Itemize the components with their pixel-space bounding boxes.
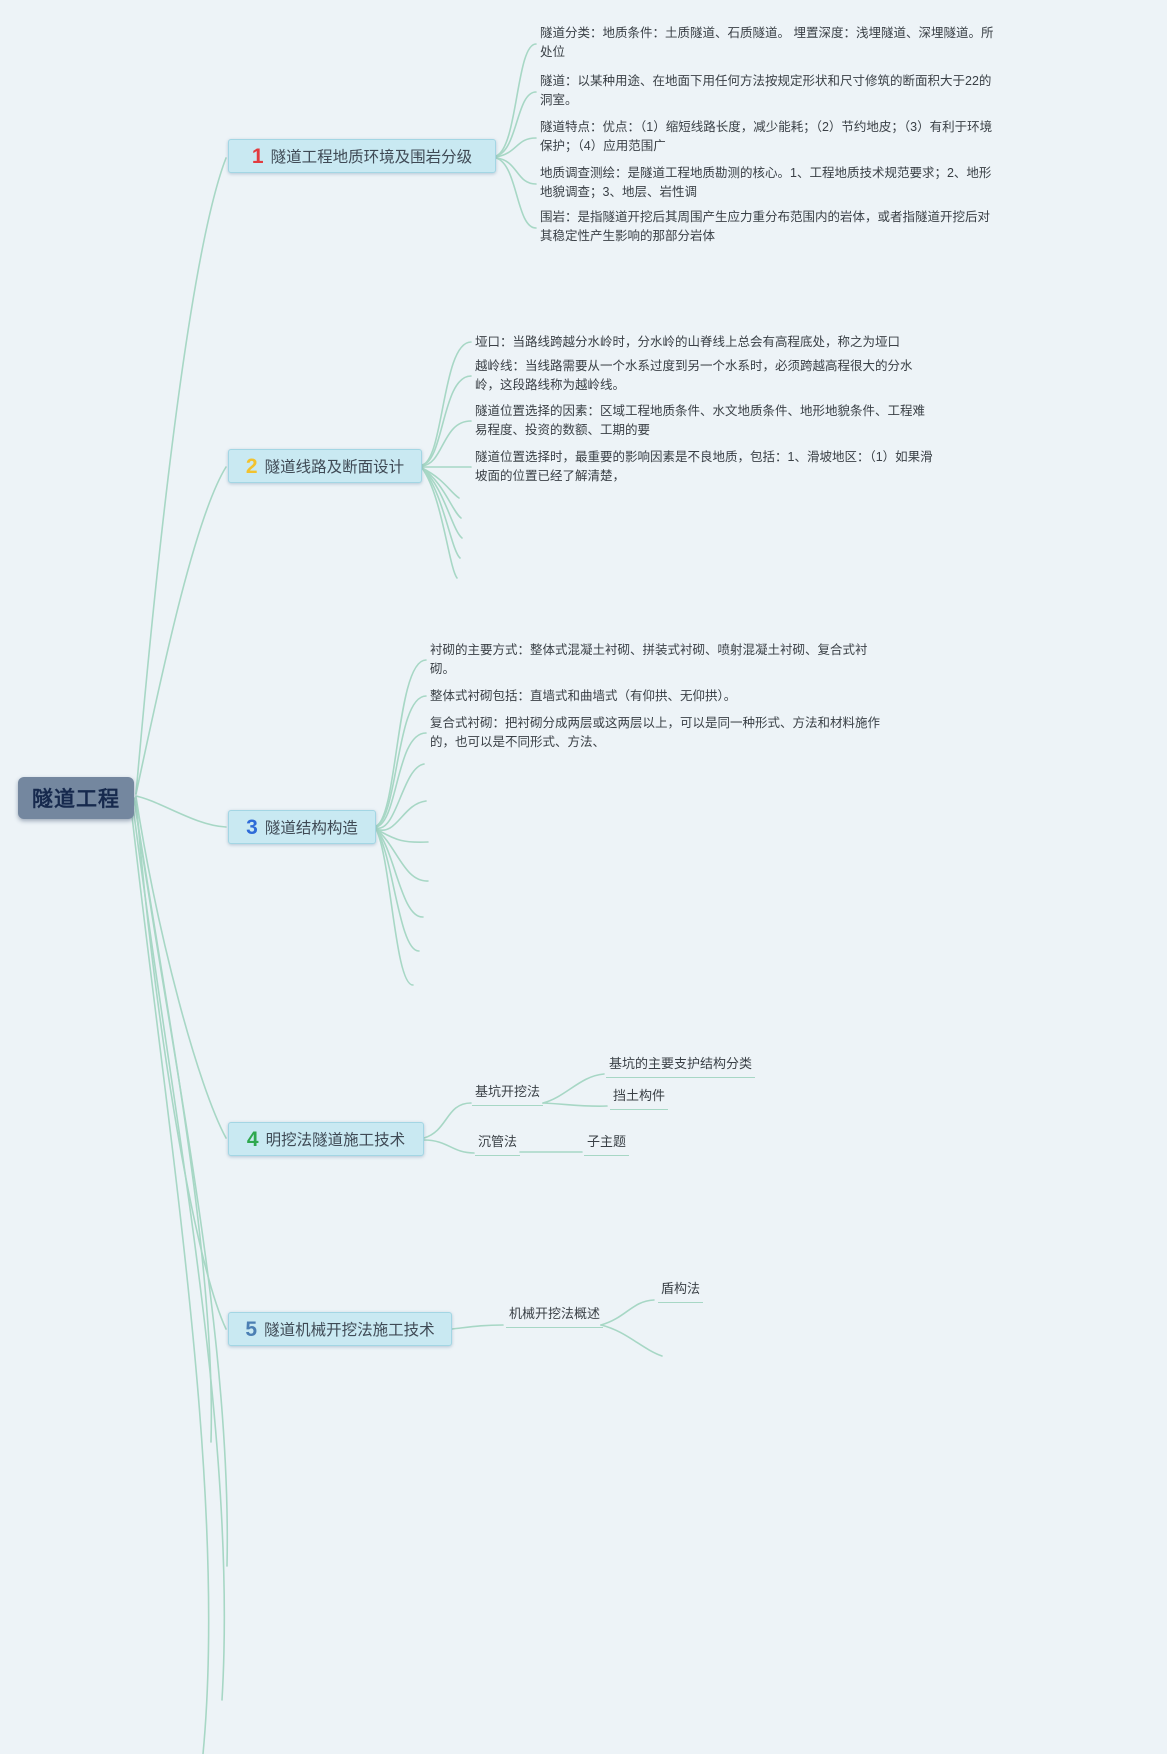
branch-2-label: 隧道线路及断面设计 [264, 459, 405, 476]
branch-topic-5[interactable]: 5 隧道机械开挖法施工技术 [228, 1312, 452, 1346]
branch-4-label: 明挖法隧道施工技术 [265, 1132, 406, 1149]
branch-3-label: 隧道结构构造 [264, 820, 358, 837]
leaf-monolithic-lining[interactable]: 整体式衬砌包括：直墙式和曲墙式（有仰拱、无仰拱）。 [430, 689, 737, 703]
leaf-lining-methods[interactable]: 衬砌的主要方式：整体式混凝土衬砌、拼装式衬砌、喷射混凝土衬砌、复合式衬砌。 [430, 643, 868, 677]
branch-1-number: 1 [251, 144, 264, 168]
branch-3-number: 3 [246, 815, 258, 839]
subtopic-shield-method[interactable]: 盾构法 [658, 1281, 704, 1303]
leaf-surrounding-rock[interactable]: 围岩：是指隧道开挖后其周围产生应力重分布范围内的岩体，或者指隧道开挖后对其稳定性… [540, 210, 991, 244]
leaf-location-factors[interactable]: 隧道位置选择的因素：区域工程地质条件、水文地质条件、地形地貌条件、工程难易程度、… [475, 404, 926, 438]
leaf-tunnel-definition[interactable]: 隧道：以某种用途、在地面下用任何方法按规定形状和尺寸修筑的断面积大于22的洞室。 [540, 74, 992, 108]
leaf-tunnel-features[interactable]: 隧道特点：优点：（1）缩短线路长度，减少能耗；（2）节约地皮；（3）有利于环境保… [540, 120, 993, 154]
subtopic-pit-excavation-method[interactable]: 基坑开挖法 [472, 1084, 544, 1106]
subtopic-pit-support-classification[interactable]: 基坑的主要支护结构分类 [606, 1056, 756, 1078]
leaf-geological-survey[interactable]: 地质调查测绘：是隧道工程地质勘测的核心。1、工程地质技术规范要求；2、地形地貌调… [540, 166, 992, 200]
branch-5-number: 5 [245, 1317, 258, 1341]
branch-2-number: 2 [245, 454, 258, 478]
branch-5-label: 隧道机械开挖法施工技术 [264, 1322, 435, 1339]
branch-topic-4[interactable]: 4 明挖法隧道施工技术 [228, 1122, 424, 1156]
leaf-yakou[interactable]: 垭口：当路线跨越分水岭时，分水岭的山脊线上总会有高程底处，称之为垭口 [475, 335, 901, 349]
branch-4-number: 4 [246, 1127, 259, 1151]
branch-topic-3[interactable]: 3 隧道结构构造 [228, 810, 376, 844]
leaf-composite-lining[interactable]: 复合式衬砌：把衬砌分成两层或这两层以上，可以是同一种形式、方法和材料施作的，也可… [430, 716, 881, 750]
branch-1-label: 隧道工程地质环境及围岩分级 [270, 149, 473, 166]
subtopic-immersed-tube-method[interactable]: 沉管法 [475, 1134, 521, 1156]
leaf-location-geology[interactable]: 隧道位置选择时，最重要的影响因素是不良地质，包括：1、滑坡地区：（1）如果滑坡面… [475, 450, 933, 484]
branch-topic-2[interactable]: 2 隧道线路及断面设计 [228, 449, 422, 483]
root-topic[interactable]: 隧道工程 [18, 777, 134, 819]
leaf-tunnel-classification[interactable]: 隧道分类：地质条件：土质隧道、石质隧道。 埋置深度：浅埋隧道、深埋隧道。所处位 [540, 26, 994, 60]
leaf-ridge-crossing-line[interactable]: 越岭线：当线路需要从一个水系过度到另一个水系时，必须跨越高程很大的分水岭，这段路… [475, 359, 913, 393]
subtopic-placeholder[interactable]: 子主题 [584, 1134, 630, 1156]
subtopic-mechanical-excavation-overview[interactable]: 机械开挖法概述 [506, 1306, 604, 1328]
subtopic-retaining-members[interactable]: 挡土构件 [610, 1088, 669, 1110]
branch-topic-1[interactable]: 1 隧道工程地质环境及围岩分级 [228, 139, 496, 173]
